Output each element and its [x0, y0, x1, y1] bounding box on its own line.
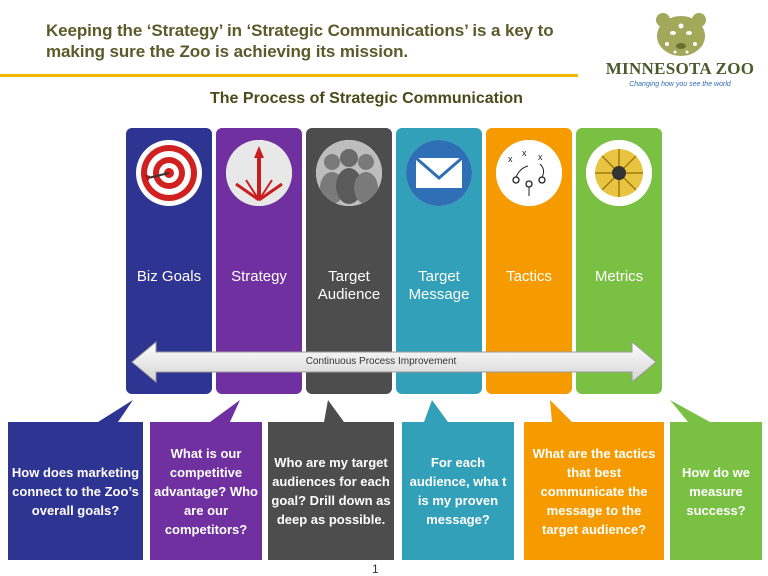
leopard-head-icon — [656, 13, 706, 56]
logo-name: MINNESOTA ZOO — [605, 59, 755, 78]
column-label: Strategy — [231, 268, 287, 285]
column-label: Tactics — [506, 268, 552, 285]
callout-text: How does marketing connect to the Zoo’s … — [11, 464, 140, 518]
callout-pointer — [8, 400, 143, 560]
crowd-icon — [316, 140, 382, 206]
column-strategy: Strategy — [216, 128, 302, 394]
column-target-message: Target Message — [396, 128, 482, 394]
strategy-arrows-icon — [226, 140, 292, 206]
column-label: Target Audience — [317, 268, 381, 303]
callout-pointer — [150, 400, 262, 560]
column-label: Biz Goals — [136, 268, 202, 285]
callout-pointer — [402, 400, 514, 560]
diagram-title: The Process of Strategic Communication — [210, 90, 523, 107]
logo-tagline: Changing how you see the world — [629, 81, 731, 88]
measuring-tape-icon — [586, 140, 652, 206]
callout-pointer — [268, 400, 394, 560]
page-title: Keeping the ‘Strategy’ in ‘Strategic Com… — [46, 21, 554, 61]
svg-text:x: x — [538, 152, 543, 162]
playbook-icon: x x x — [496, 140, 562, 206]
column-tactics: x x x Tactics — [486, 128, 572, 394]
callout-pointer — [670, 400, 762, 560]
column-metrics: Metrics — [576, 128, 662, 394]
callout-text: For each audience, wha t is my proven me… — [409, 455, 507, 527]
svg-text:x: x — [522, 148, 527, 158]
column-biz-goals: Biz Goals — [126, 128, 212, 394]
callout-pointer — [524, 400, 664, 560]
target-icon — [136, 140, 202, 206]
svg-text:x: x — [508, 154, 513, 164]
envelope-icon — [406, 140, 472, 206]
callout-text: What is our competitive advantage? Who a… — [153, 445, 258, 537]
column-label: Metrics — [594, 268, 644, 285]
callout-text: What are the tactics that best communica… — [532, 445, 656, 537]
minnesota-zoo-logo: MINNESOTA ZOO Changing how you see the w… — [605, 6, 755, 96]
column-label: Target Message — [408, 268, 470, 303]
callout-text: Who are my target audiences for each goa… — [271, 455, 391, 527]
process-label: Continuous Process Improvement — [305, 356, 457, 367]
double-headed-arrow-icon — [131, 340, 657, 384]
header-divider — [0, 74, 578, 77]
column-target-audience: Target Audience — [306, 128, 392, 394]
page-number: 1 — [372, 562, 379, 576]
callout-text: How do we measure success? — [682, 464, 750, 518]
